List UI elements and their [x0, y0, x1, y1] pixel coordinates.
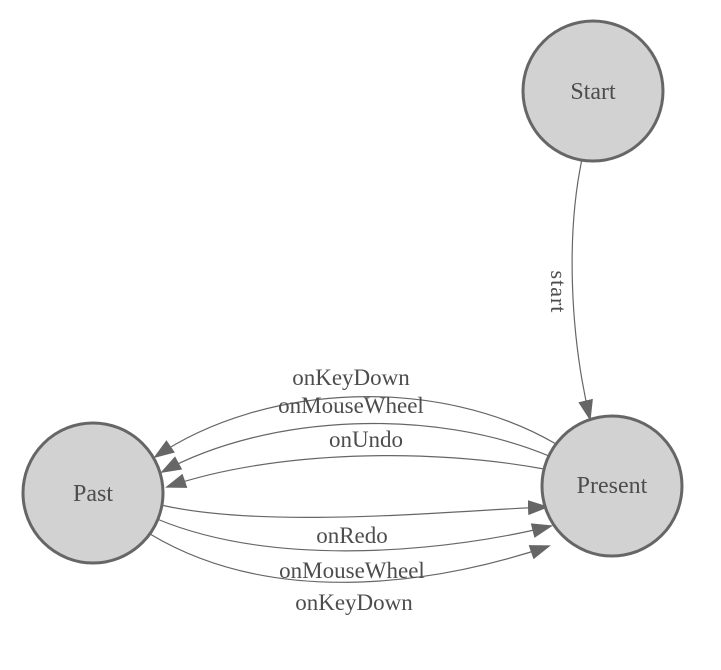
edge-present-to-past-onmousewheel [160, 422, 550, 473]
state-circle-start [521, 19, 665, 163]
edge-label-onmousewheel-bottom: onMouseWheel [279, 558, 425, 583]
edge-past-to-present-onredo [160, 500, 549, 518]
state-circle-present [540, 414, 684, 558]
edge-past-to-present-onmousewheel [156, 518, 553, 552]
state-label-past: Past [73, 481, 113, 507]
state-label-start: Start [570, 79, 616, 105]
state-node-present[interactable]: Present [540, 414, 684, 558]
state-node-start[interactable]: Start [521, 19, 665, 163]
edge-layer [149, 158, 593, 583]
edge-label-start: start [546, 271, 571, 314]
state-node-past[interactable]: Past [21, 421, 165, 565]
edge-label-layer: start onKeyDown onMouseWheel onUndo onRe… [278, 271, 571, 615]
edge-present-to-past-onundo [165, 455, 545, 488]
edge-label-onkeydown-bottom: onKeyDown [295, 590, 413, 615]
edge-past-to-present-onkeydown [149, 533, 551, 583]
edge-start-to-present [571, 158, 593, 421]
state-circle-past [21, 421, 165, 565]
edge-label-onundo: onUndo [329, 427, 403, 452]
edge-label-onmousewheel-top: onMouseWheel [278, 393, 424, 418]
edge-label-onredo: onRedo [316, 523, 388, 548]
state-label-present: Present [577, 473, 648, 499]
edge-present-to-past-onkeydown [153, 396, 557, 459]
edge-label-onkeydown-top: onKeyDown [292, 365, 410, 390]
